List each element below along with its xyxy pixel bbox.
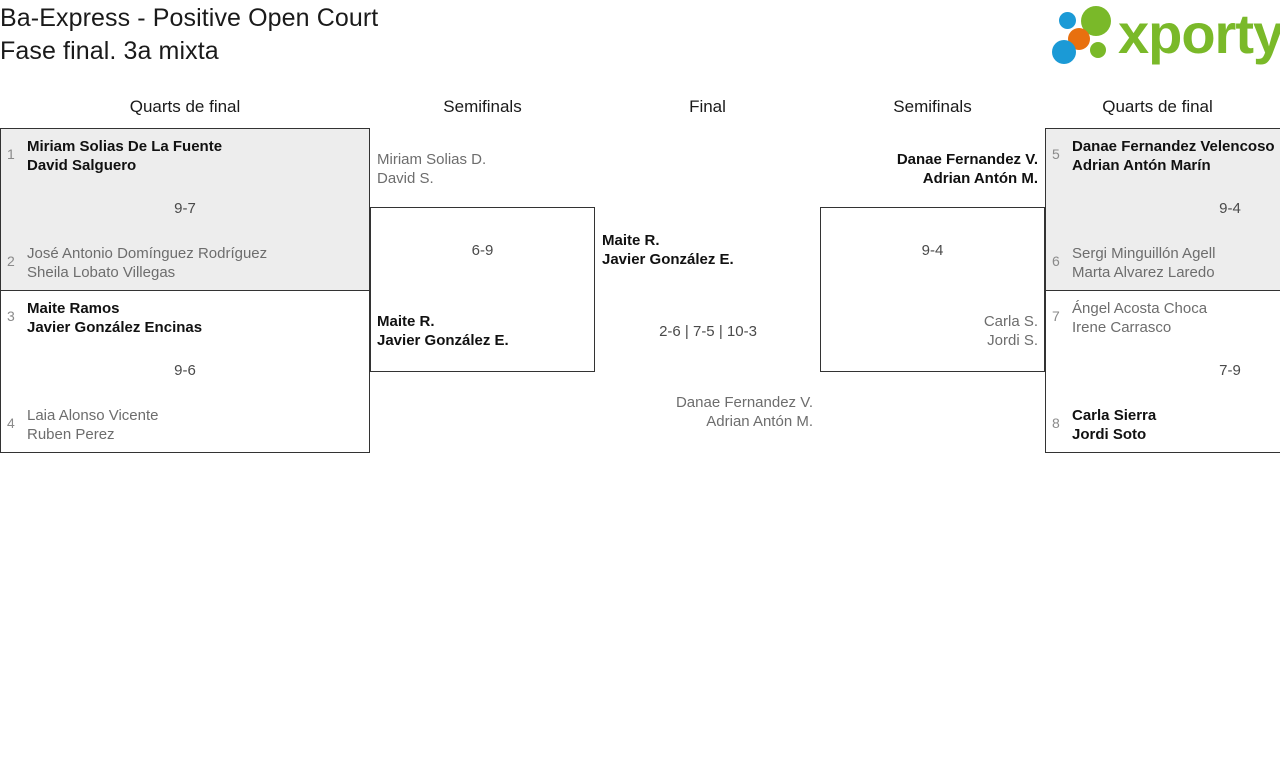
match-box-qf2[interactable]: [0, 290, 370, 453]
player-line-1: Maite Ramos: [27, 300, 120, 317]
competitor-qf3-top[interactable]: Danae Fernandez Velencoso Adrian Antón M…: [1072, 137, 1275, 175]
competitor-qf1-bottom[interactable]: José Antonio Domínguez Rodríguez Sheila …: [27, 244, 267, 282]
competitor-sf2-bottom[interactable]: Carla S. Jordi S.: [788, 312, 1038, 350]
player-line-1: Maite R.: [602, 232, 660, 249]
competitor-final-top[interactable]: Maite R. Javier González E.: [602, 231, 734, 269]
seed-number-2: 2: [7, 253, 15, 269]
match-box-sf2[interactable]: [820, 207, 1045, 372]
score-sf2: 9-4: [921, 242, 944, 259]
logo-dot-blue-bottom: [1052, 40, 1076, 64]
player-line-1: José Antonio Domínguez Rodríguez: [27, 245, 268, 262]
player-line-2: Adrian Antón M.: [706, 413, 813, 430]
seed-number-1: 1: [7, 146, 15, 162]
seed-number-7: 7: [1052, 308, 1060, 324]
player-line-1: Ángel Acosta Choca: [1072, 300, 1208, 317]
player-line-2: Jordi S.: [987, 332, 1038, 349]
seed-number-3: 3: [7, 308, 15, 324]
player-line-1: Carla Sierra: [1072, 407, 1157, 424]
match-box-qf1[interactable]: [0, 128, 370, 291]
competitor-qf4-top[interactable]: Ángel Acosta Choca Irene Carrasco: [1072, 299, 1207, 337]
player-line-2: Sheila Lobato Villegas: [27, 264, 176, 281]
player-line-1: Danae Fernandez V.: [896, 151, 1038, 168]
player-line-2: Javier González E.: [377, 332, 509, 349]
logo-dot-blue-top: [1059, 12, 1076, 29]
player-line-2: David S.: [377, 170, 434, 187]
round-header-quarts-left: Quarts de final: [129, 97, 241, 116]
logo-wordmark: xporty: [1118, 2, 1280, 65]
player-line-2: Javier González Encinas: [27, 319, 203, 336]
logo-dot-green-small: [1090, 42, 1106, 58]
round-header-final: Final: [689, 97, 726, 116]
seed-number-5: 5: [1052, 146, 1060, 162]
player-line-1: Danae Fernandez V.: [675, 394, 813, 411]
match-box-qf4[interactable]: [1045, 290, 1280, 453]
tournament-title-block: Ba-Express - Positive Open Court Fase fi…: [0, 2, 378, 68]
player-line-2: Ruben Perez: [27, 426, 115, 443]
player-line-1: Carla S.: [983, 313, 1038, 330]
match-box-sf1[interactable]: [370, 207, 595, 372]
competitor-qf2-bottom[interactable]: Laia Alonso Vicente Ruben Perez: [27, 406, 159, 444]
player-line-2: Javier González E.: [602, 251, 734, 268]
competitor-sf1-bottom[interactable]: Maite R. Javier González E.: [377, 312, 509, 350]
competitor-qf4-bottom[interactable]: Carla Sierra Jordi Soto: [1072, 406, 1156, 444]
score-qf2: 9-6: [174, 362, 196, 379]
tournament-name: Ba-Express - Positive Open Court: [0, 4, 379, 32]
round-header-semifinals-right: Semifinals: [893, 97, 972, 116]
score-qf1: 9-7: [174, 200, 196, 217]
player-line-1: Miriam Solias D.: [377, 151, 487, 168]
player-line-1: Sergi Minguillón Agell: [1072, 245, 1216, 262]
player-line-2: Jordi Soto: [1072, 426, 1147, 443]
player-line-2: Marta Alvarez Laredo: [1072, 264, 1215, 281]
seed-number-6: 6: [1052, 253, 1060, 269]
round-header-quarts-right: Quarts de final: [1102, 97, 1213, 116]
player-line-1: Laia Alonso Vicente: [27, 407, 159, 424]
score-sf1: 6-9: [471, 242, 494, 259]
score-qf4: 7-9: [1219, 362, 1241, 379]
match-box-qf3[interactable]: [1045, 128, 1280, 291]
competitor-final-bottom[interactable]: Danae Fernandez V. Adrian Antón M.: [563, 393, 813, 431]
player-line-2: David Salguero: [27, 157, 137, 174]
page-header: Ba-Express - Positive Open Court Fase fi…: [0, 0, 1280, 88]
player-line-1: Miriam Solias De La Fuente: [27, 138, 223, 155]
xporty-logo[interactable]: xporty: [1046, 2, 1280, 68]
player-line-1: Maite R.: [377, 313, 435, 330]
player-line-1: Danae Fernandez Velencoso: [1072, 138, 1275, 155]
competitor-qf3-bottom[interactable]: Sergi Minguillón Agell Marta Alvarez Lar…: [1072, 244, 1215, 282]
competitor-sf2-top[interactable]: Danae Fernandez V. Adrian Antón M.: [788, 150, 1038, 188]
tournament-phase: Fase final. 3a mixta: [0, 37, 219, 65]
seed-number-8: 8: [1052, 415, 1060, 431]
competitor-qf1-top[interactable]: Miriam Solias De La Fuente David Salguer…: [27, 137, 222, 175]
player-line-2: Adrian Antón Marín: [1072, 157, 1211, 174]
player-line-2: Irene Carrasco: [1072, 319, 1172, 336]
score-final: 2-6 | 7-5 | 10-3: [659, 323, 757, 340]
competitor-qf2-top[interactable]: Maite Ramos Javier González Encinas: [27, 299, 202, 337]
logo-dots-mark: [1046, 4, 1126, 68]
round-header-semifinals-left: Semifinals: [443, 97, 522, 116]
seed-number-4: 4: [7, 415, 15, 431]
competitor-sf1-top[interactable]: Miriam Solias D. David S.: [377, 150, 486, 188]
score-qf3: 9-4: [1219, 200, 1241, 217]
player-line-2: Adrian Antón M.: [922, 170, 1038, 187]
